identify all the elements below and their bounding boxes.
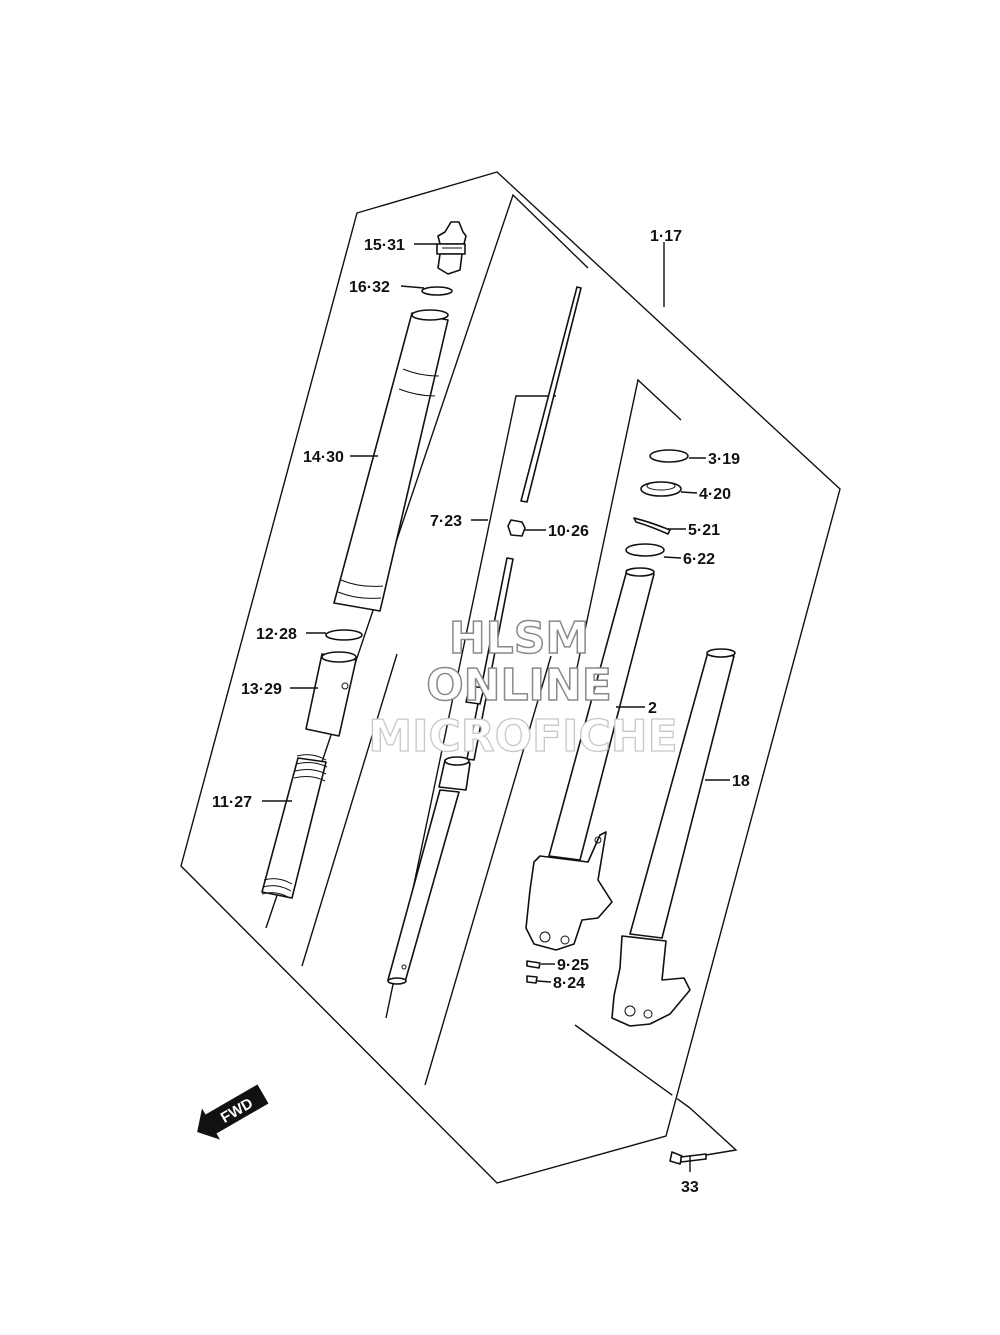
callout-18: 18 bbox=[732, 773, 750, 790]
seal-ring-part bbox=[625, 543, 665, 557]
spacer-collar-part bbox=[305, 651, 357, 737]
watermark-line-2: ONLINE bbox=[426, 660, 612, 711]
callout-4-20: 4·20 bbox=[699, 486, 731, 503]
damper-cartridge-part bbox=[387, 557, 514, 985]
callout-14-30: 14·30 bbox=[303, 449, 344, 466]
leader-lines bbox=[262, 242, 730, 1172]
axle-pinch-bolt-part bbox=[669, 1151, 707, 1165]
callout-8-24: 8·24 bbox=[553, 975, 585, 992]
callout-13-29: 13·29 bbox=[241, 681, 282, 698]
callout-16-32: 16·32 bbox=[349, 279, 390, 296]
callout-12-28: 12·28 bbox=[256, 626, 297, 643]
inner-tube-left-part bbox=[525, 567, 655, 951]
callout-labels: 1·17 15·31 16·32 14·30 3·19 4·20 7·23 10… bbox=[212, 228, 750, 1196]
outer-tube-part bbox=[333, 309, 449, 612]
watermark: HLSM ONLINE MICROFICHE bbox=[368, 612, 679, 762]
watermark-line-3: MICROFICHE bbox=[368, 711, 677, 762]
callout-3-19: 3·19 bbox=[708, 451, 740, 468]
lock-nut-part bbox=[507, 519, 526, 537]
callout-11-27: 11·27 bbox=[212, 794, 252, 811]
o-ring-part bbox=[421, 286, 453, 296]
dust-seal-part bbox=[649, 449, 689, 463]
callout-5-21: 5·21 bbox=[688, 522, 720, 539]
drain-bolt-part bbox=[526, 960, 541, 984]
ring-part bbox=[325, 629, 363, 641]
oil-seal-part bbox=[640, 481, 682, 497]
fork-cap-bolt-part bbox=[436, 221, 467, 275]
fork-spring-part bbox=[261, 754, 328, 899]
callout-9-25: 9·25 bbox=[557, 957, 589, 974]
forward-direction-arrow-icon: FWD bbox=[197, 1084, 269, 1140]
stopper-ring-part bbox=[633, 517, 671, 535]
callout-6-22: 6·22 bbox=[683, 551, 715, 568]
watermark-line-1: HLSM bbox=[449, 613, 589, 664]
callout-1-17: 1·17 bbox=[650, 228, 682, 245]
callout-2: 2 bbox=[648, 700, 657, 717]
callout-15-31: 15·31 bbox=[364, 237, 405, 254]
damper-rod-part bbox=[520, 286, 582, 503]
inner-tube-right-part bbox=[611, 648, 736, 1027]
callout-10-26: 10·26 bbox=[548, 523, 589, 540]
callout-33: 33 bbox=[681, 1179, 699, 1196]
callout-7-23: 7·23 bbox=[430, 513, 462, 530]
